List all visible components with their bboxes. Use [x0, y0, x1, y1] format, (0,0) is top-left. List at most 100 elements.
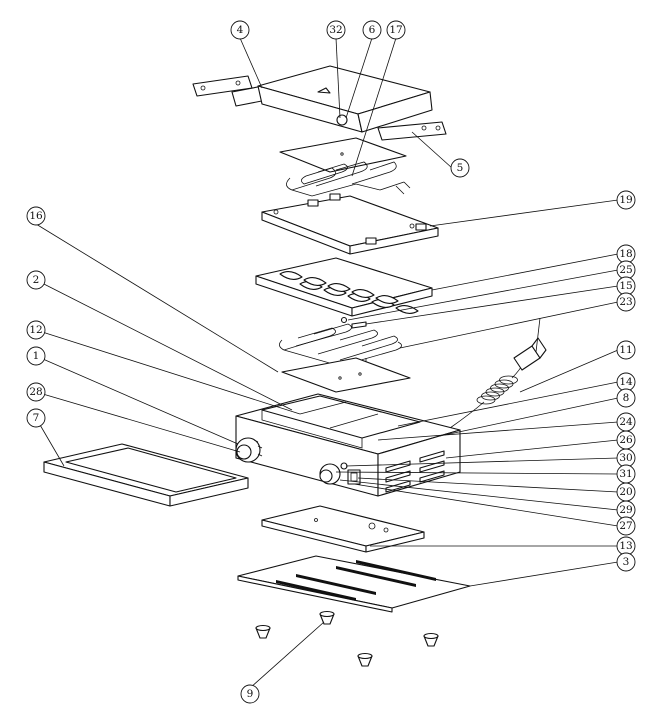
- svg-text:3: 3: [623, 556, 630, 568]
- callout-27: 27: [616, 516, 636, 536]
- callout-2: 2: [26, 270, 46, 290]
- mold-cavity: [375, 295, 399, 304]
- lid-side-face: [357, 91, 433, 133]
- plate-hole: [273, 209, 279, 215]
- callout-bubbles: 4 32 6 17 5 19 16 18 25 2 15 23 12 11 1 …: [26, 20, 636, 704]
- svg-text:31: 31: [619, 468, 632, 480]
- tray-side-face: [169, 477, 249, 507]
- svg-text:25: 25: [619, 264, 632, 276]
- svg-text:16: 16: [29, 210, 43, 222]
- callout-16: 16: [26, 206, 46, 226]
- lower-insulation-sheet: [281, 357, 411, 393]
- callout-29: 29: [616, 500, 636, 520]
- small-clip: [351, 321, 367, 329]
- power-cord: [449, 337, 547, 429]
- vent-slot: [336, 566, 416, 587]
- svg-text:6: 6: [369, 24, 376, 36]
- svg-text:9: 9: [247, 688, 254, 700]
- callout-19: 19: [616, 190, 636, 210]
- callout-31: 31: [616, 464, 636, 484]
- cord-coils: [476, 375, 518, 405]
- svg-text:13: 13: [619, 540, 632, 552]
- svg-text:30: 30: [619, 452, 632, 464]
- cord-coil: [481, 391, 500, 401]
- callout-20: 20: [616, 482, 636, 502]
- callout-9: 9: [240, 684, 260, 704]
- svg-text:17: 17: [389, 24, 402, 36]
- plate-tab: [307, 199, 319, 207]
- svg-text:18: 18: [619, 248, 632, 260]
- callout-3: 3: [616, 552, 636, 572]
- callout-17: 17: [386, 20, 406, 40]
- upper-plate-side: [349, 227, 439, 255]
- bottom-cover-plate: [237, 555, 471, 613]
- svg-text:32: 32: [329, 24, 342, 36]
- svg-text:20: 20: [619, 486, 632, 498]
- lid-knob: [336, 114, 348, 126]
- bracket-hole: [435, 125, 441, 131]
- vent-slot: [356, 560, 436, 581]
- bottom-inner-plate: [261, 505, 425, 553]
- cord-coil: [494, 379, 514, 389]
- temperature-knob: [236, 444, 252, 460]
- drip-tray-frame: [43, 443, 249, 507]
- cord-coil: [485, 387, 505, 397]
- vent-slot: [296, 574, 376, 595]
- callout-5: 5: [450, 158, 470, 178]
- svg-text:14: 14: [619, 376, 633, 388]
- svg-text:15: 15: [619, 280, 632, 292]
- callout-14: 14: [616, 372, 636, 392]
- dial-ticks: [253, 439, 263, 457]
- svg-text:4: 4: [237, 24, 244, 36]
- sheet-hole: [340, 152, 344, 156]
- sheet-hole: [338, 376, 342, 380]
- callout-6: 6: [362, 20, 382, 40]
- callout-15: 15: [616, 276, 636, 296]
- upper-cooking-plate: [261, 193, 439, 255]
- callout-7: 7: [26, 408, 46, 428]
- rubber-feet: [255, 610, 439, 667]
- svg-text:2: 2: [33, 274, 40, 286]
- inner-plate-side: [365, 531, 425, 553]
- callout-23: 23: [616, 292, 636, 312]
- svg-text:11: 11: [619, 344, 632, 356]
- callout-26: 26: [616, 430, 636, 450]
- small-screw: [340, 316, 348, 324]
- base-side-face: [377, 429, 461, 497]
- cord-coil: [490, 383, 509, 393]
- mold-cavity: [327, 283, 351, 292]
- svg-text:28: 28: [29, 386, 42, 398]
- svg-text:24: 24: [619, 416, 633, 428]
- sheet-hole: [358, 372, 362, 376]
- callout-1: 1: [26, 346, 46, 366]
- power-switch-rocker: [350, 472, 358, 482]
- plate-hole: [409, 223, 415, 229]
- bracket-hole: [421, 125, 427, 131]
- mold-cavity: [303, 277, 327, 286]
- plate-tab: [365, 237, 377, 245]
- mold-cavity: [395, 305, 419, 314]
- mold-cavity: [351, 289, 375, 298]
- cord-coil: [476, 395, 496, 405]
- main-base-body: [235, 393, 461, 497]
- svg-text:26: 26: [619, 434, 633, 446]
- svg-text:23: 23: [619, 296, 632, 308]
- lid-handle-right-bracket: [377, 121, 447, 141]
- upper-heating-element: [286, 161, 411, 197]
- svg-text:8: 8: [623, 392, 630, 404]
- base-cavity-wall: [261, 410, 363, 449]
- bracket-hole: [235, 80, 241, 86]
- bracket-hole: [200, 85, 206, 91]
- mold-cavities: [279, 271, 419, 314]
- plate-tab: [415, 223, 427, 231]
- callout-25: 25: [616, 260, 636, 280]
- vent-slot: [276, 580, 356, 601]
- svg-text:29: 29: [619, 504, 632, 516]
- cord-coil: [499, 375, 518, 385]
- top-lid-assembly: [192, 65, 447, 141]
- timer-knob: [319, 469, 333, 483]
- mold-cavity: [279, 271, 303, 280]
- callout-32: 32: [326, 20, 346, 40]
